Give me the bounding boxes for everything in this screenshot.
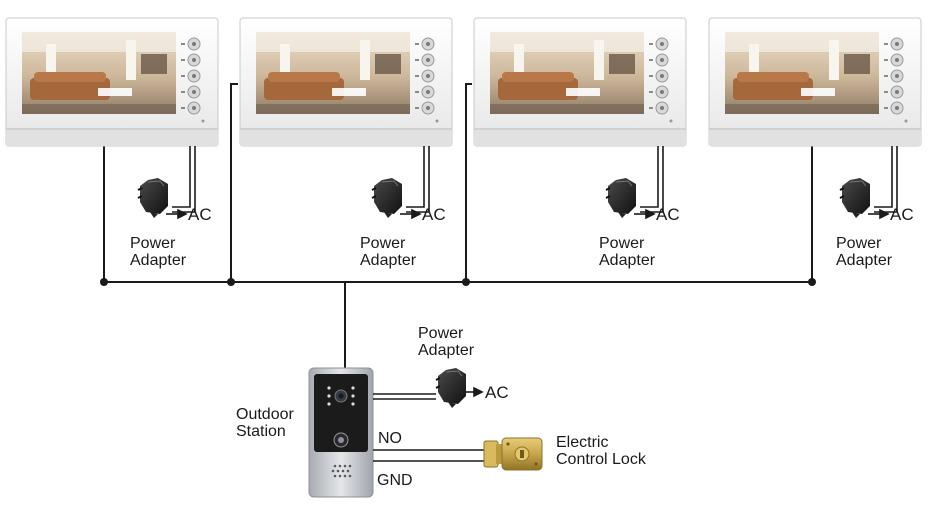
video-bus-wires: [103, 83, 813, 368]
electric-lock-device: [483, 437, 543, 471]
bus-junctions: [100, 278, 816, 286]
ac-label: AC: [656, 205, 680, 224]
indoor-monitor-3: [473, 17, 687, 147]
ac-label: AC: [188, 205, 212, 224]
junction-dot: [462, 278, 470, 286]
outdoor-power-wires: [373, 393, 436, 400]
outdoor-station-device: [308, 367, 374, 498]
power-adapter-icon: [839, 177, 871, 219]
power-adapter-icon: [371, 177, 403, 219]
ac-label: AC: [890, 205, 914, 224]
ac-label: AC: [422, 205, 446, 224]
ac-arrows: [166, 208, 890, 220]
power-adapter-icon: [137, 177, 169, 219]
gnd-terminal-label: GND: [377, 472, 413, 489]
outdoor-power-adapter-icon: [435, 367, 467, 409]
lock-wires: [373, 449, 490, 462]
junction-dot: [100, 278, 108, 286]
indoor-monitor-2: [239, 17, 453, 147]
indoor-monitor-4: [708, 17, 922, 147]
monitor-power-wires: [172, 146, 898, 213]
outdoor-ac-label: AC: [485, 383, 509, 402]
junction-dot: [227, 278, 235, 286]
junction-dot: [808, 278, 816, 286]
no-terminal-label: NO: [378, 430, 402, 447]
power-adapter-icon: [605, 177, 637, 219]
indoor-monitor-1: [5, 17, 219, 147]
